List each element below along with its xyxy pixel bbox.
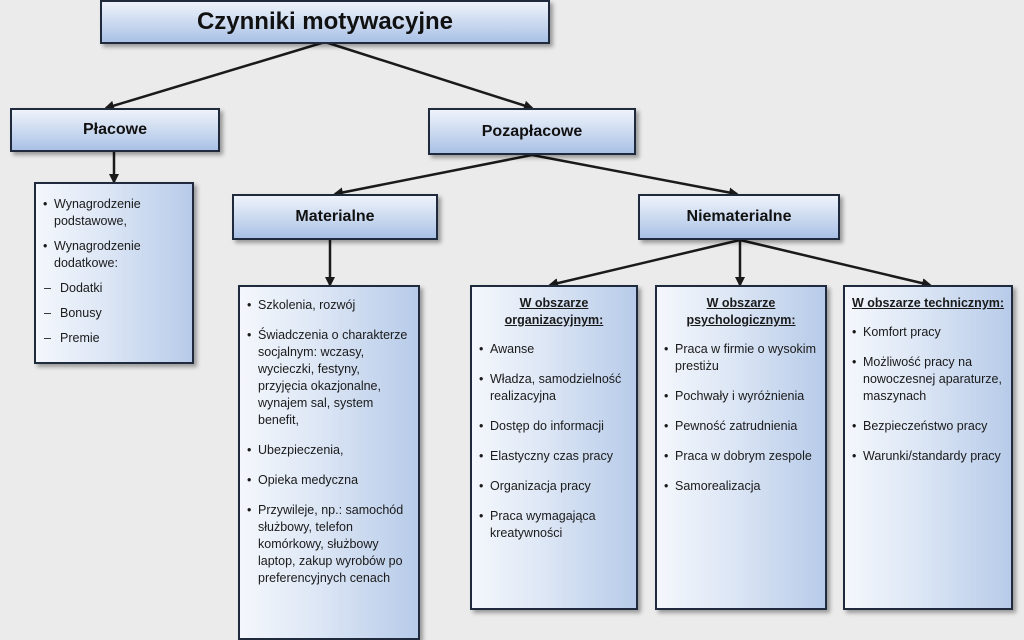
list-item: Wynagrodzenie dodatkowe: (42, 238, 186, 272)
list-item: Pewność zatrudnienia (663, 418, 819, 435)
arrow-pozaplacowe-niematerialne (531, 153, 739, 198)
list-item: Władza, samodzielność realizacyjna (478, 371, 630, 405)
list-item: Pochwały i wyróżnienia (663, 388, 819, 405)
list-subitem: Bonusy (42, 305, 186, 322)
list-item: Organizacja pracy (478, 478, 630, 495)
list-item: Komfort pracy (851, 324, 1005, 341)
root-node: Czynniki motywacyjne (100, 0, 550, 44)
arrow-root-placowe (104, 40, 326, 111)
node-niematerialne: Niematerialne (638, 194, 840, 240)
list-item: Praca wymagająca kreatywności (478, 508, 630, 542)
root-label: Czynniki motywacyjne (196, 8, 454, 35)
list-item: Warunki/standardy pracy (851, 448, 1005, 465)
list-item: Wynagrodzenie podstawowe, (42, 196, 186, 230)
list-item: Możliwość pracy na nowoczesnej aparaturz… (851, 354, 1005, 405)
arrow-niematerialne-techniczny (739, 238, 932, 289)
node-placowe: Płacowe (10, 108, 220, 152)
list-item: Samorealizacja (663, 478, 819, 495)
list-item: Ubezpieczenia, (246, 442, 412, 459)
node-materialne: Materialne (232, 194, 438, 240)
organizacyjny-heading: W obszarze organizacyjnym: (504, 296, 604, 327)
list-item: Dostęp do informacji (478, 418, 630, 435)
materialne-label: Materialne (295, 208, 375, 225)
list-item: Przywileje, np.: samochód służbowy, tele… (246, 502, 412, 587)
list-subitem: Dodatki (42, 280, 186, 297)
list-subitem: Premie (42, 330, 186, 347)
pozaplacowe-label: Pozapłacowe (481, 122, 583, 140)
node-pozaplacowe: Pozapłacowe (428, 108, 636, 155)
list-item: Opieka medyczna (246, 472, 412, 489)
list-item: Praca w firmie o wysokim prestiżu (663, 341, 819, 375)
arrow-pozaplacowe-materialne (333, 153, 533, 198)
psychologiczny-heading: W obszarze psychologicznym: (686, 296, 796, 327)
techniczny-heading: W obszarze technicznym: (851, 296, 1005, 310)
list-item: Awanse (478, 341, 630, 358)
list-item: Praca w dobrym zespole (663, 448, 819, 465)
materialne-list-box: Szkolenia, rozwój Świadczenia o charakte… (238, 285, 420, 640)
list-item: Bezpieczeństwo pracy (851, 418, 1005, 435)
list-item: Elastyczny czas pracy (478, 448, 630, 465)
niematerialne-label: Niematerialne (686, 208, 792, 225)
arrow-niematerialne-organizacyjny (548, 238, 741, 289)
arrow-root-pozaplacowe (324, 40, 534, 111)
placowe-list-box: Wynagrodzenie podstawowe, Wynagrodzenie … (34, 182, 194, 364)
placowe-label: Płacowe (82, 121, 148, 138)
list-item: Świadczenia o charakterze socjalnym: wcz… (246, 327, 412, 429)
list-item: Szkolenia, rozwój (246, 297, 412, 314)
psychologiczny-list-box: W obszarze psychologicznym: Praca w firm… (655, 285, 827, 610)
organizacyjny-list-box: W obszarze organizacyjnym: Awanse Władza… (470, 285, 638, 610)
techniczny-list-box: W obszarze technicznym: Komfort pracy Mo… (843, 285, 1013, 610)
